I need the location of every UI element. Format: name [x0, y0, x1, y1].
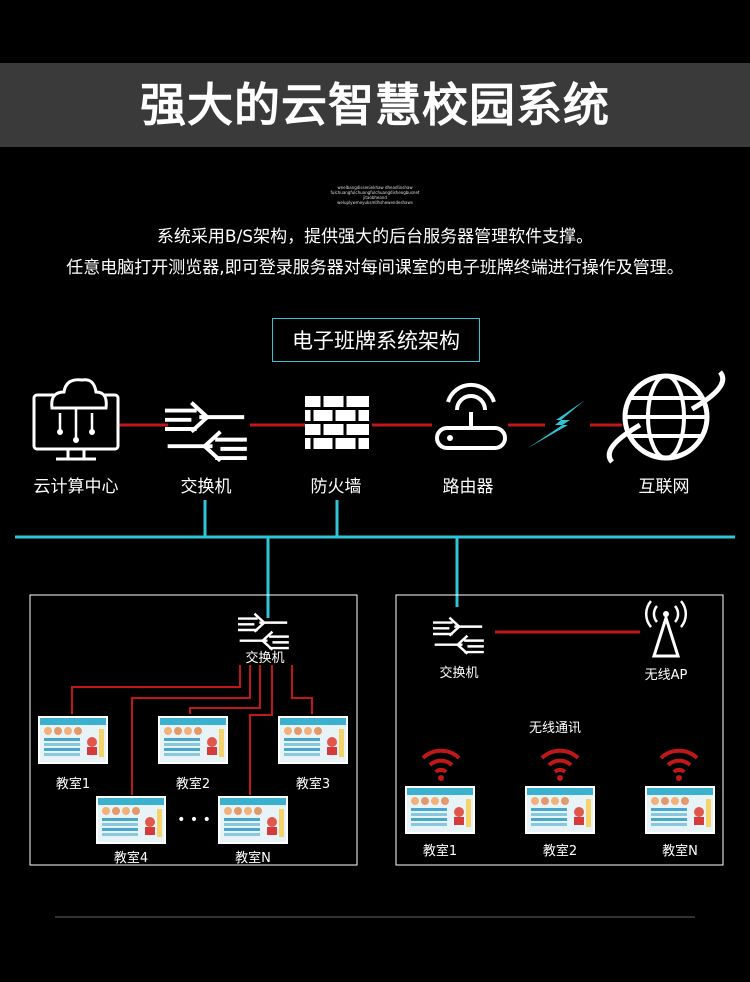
node-label-internet: 互联网 [638, 477, 690, 497]
wifi-icon [421, 748, 461, 783]
switch-icon [163, 400, 249, 463]
right-switch-label: 交换机 [439, 666, 479, 681]
wired-links [71, 665, 313, 795]
tagline-line: weelbangdisseniekhaw dheadlinshaw [337, 185, 413, 190]
classroom-device [278, 716, 348, 764]
room-label: 教室2 [542, 844, 578, 859]
tagline-line: fulchuangfulchuangfulchuangdisheogbusnet [330, 190, 420, 195]
architecture-title: 电子班牌系统架构 [272, 318, 480, 362]
wireless-label: 无线通讯 [528, 721, 581, 736]
globe-icon [606, 370, 726, 464]
node-label-router: 路由器 [442, 477, 494, 497]
classroom-device [525, 786, 595, 834]
room-label: 教室N [235, 851, 271, 866]
classroom-device [158, 716, 228, 764]
node-label-firewall: 防火墙 [310, 477, 362, 497]
classroom-device [405, 786, 475, 834]
node-label-switch: 交换机 [180, 477, 232, 497]
wired-panel [29, 594, 358, 866]
node-label-cloud: 云计算中心 [33, 477, 119, 497]
switch-icon [431, 616, 486, 655]
title-banner [0, 63, 750, 147]
firewall-icon [305, 396, 369, 449]
switch-icon [236, 612, 291, 651]
intro-line-1: 系统采用B/S架构，提供强大的后台服务器管理软件支撑。 [156, 227, 594, 247]
lightning-icon [528, 400, 585, 448]
room-label: 教室2 [175, 777, 211, 792]
tagline-line: weluplywmeyuksmllhshewendeshaws [337, 200, 413, 205]
classroom-device [38, 716, 108, 764]
room-label: 教室4 [113, 851, 149, 866]
page-title: 强大的云智慧校园系统 [140, 78, 610, 132]
wireless-ap-icon [644, 600, 688, 658]
room-label: 教室1 [55, 777, 91, 792]
room-label: 教室1 [422, 844, 458, 859]
classroom-device [645, 786, 715, 834]
room-label: 教室N [662, 844, 698, 859]
wifi-icon [540, 748, 580, 783]
wifi-icon [659, 748, 699, 783]
router-icon [435, 382, 507, 450]
tagline-line: jitaobheand [363, 195, 387, 200]
room-label: 教室3 [295, 777, 331, 792]
classroom-device [96, 796, 166, 844]
left-switch-label: 交换机 [245, 651, 285, 666]
ap-label: 无线AP [644, 668, 688, 683]
cloud-computing-icon [32, 378, 120, 461]
intro-line-2: 任意电脑打开测览器,即可登录服务器对每间课室的电子班牌终端进行操作及管理。 [66, 258, 684, 278]
wireless-panel [395, 594, 724, 866]
classroom-device [218, 796, 288, 844]
ellipsis-dots: • • • [177, 812, 211, 828]
